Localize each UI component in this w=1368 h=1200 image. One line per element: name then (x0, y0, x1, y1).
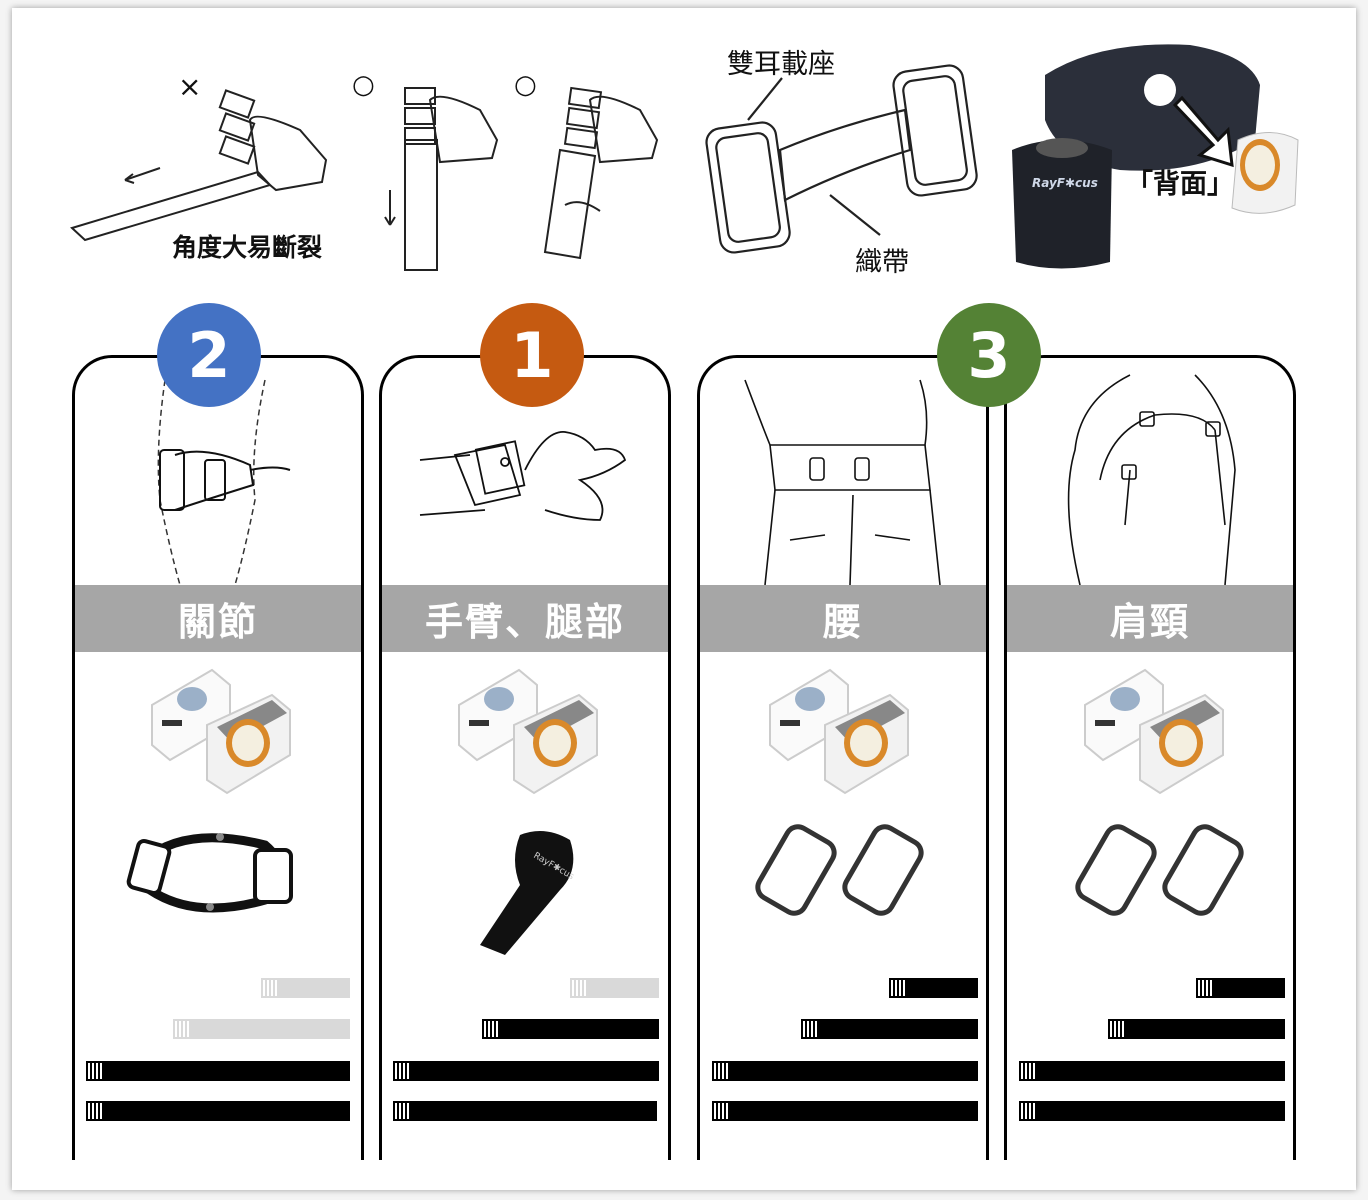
velcro-strap-icon (86, 1101, 350, 1121)
velcro-strap-icon (86, 1061, 350, 1081)
band-shoulder-neck: 肩頸 (1007, 585, 1293, 652)
arm-mount-icon: RayF✱cus (480, 831, 576, 955)
back-side-label: 「背面」 (1126, 169, 1234, 200)
step-badge-3: 3 (937, 303, 1041, 407)
velcro-strap-icon (570, 978, 659, 998)
velcro-strap-icon (1019, 1061, 1285, 1081)
back-side-photo (1012, 44, 1299, 269)
velcro-strap-icon (889, 978, 978, 998)
wrist-illustration (419, 431, 627, 521)
waist-illustration (744, 379, 941, 585)
velcro-strap-icon (712, 1101, 978, 1121)
strap-label: 織帶 (855, 247, 909, 278)
joint-mount-icon (126, 833, 293, 913)
correct-mount-illustration-2 (543, 86, 659, 260)
correct-mount-illustration-1 (384, 87, 499, 271)
velcro-strap-icon (712, 1061, 978, 1081)
sensor-device-icon (769, 668, 909, 795)
velcro-strap-icon (393, 1101, 657, 1121)
top-illustrations (70, 44, 1299, 271)
sensor-device-icon (1084, 668, 1224, 795)
velcro-strap-icon (261, 978, 350, 998)
angle-warning-label: 角度大易斷裂 (172, 233, 323, 262)
brand-logo: RayF✱cus (1032, 176, 1098, 190)
velcro-strap-icon (393, 1061, 659, 1081)
step-badge-1: 1 (480, 303, 584, 407)
velcro-strap-icon (1019, 1101, 1285, 1121)
correct-mark-2: ○ (514, 70, 537, 100)
ear-mount-label: 雙耳載座 (727, 49, 835, 80)
knee-illustration (157, 379, 291, 585)
velcro-strap-icon (1108, 1019, 1285, 1039)
sensor-device-icon (458, 668, 598, 795)
velcro-strap-icon (482, 1019, 659, 1039)
band-arm-leg: 手臂、腿部 (382, 585, 668, 652)
step-badge-2: 2 (157, 303, 261, 407)
wrong-mark: × (178, 70, 202, 103)
band-joint: 關節 (75, 585, 361, 652)
dual-ear-mount-icon (755, 824, 924, 916)
correct-mark-1: ○ (352, 70, 375, 100)
sensor-device-icon (151, 668, 291, 795)
wrong-angle-illustration (70, 89, 328, 242)
velcro-strap-icon (173, 1019, 350, 1039)
velcro-strap-icon (801, 1019, 978, 1039)
dual-ear-mount-illustration (705, 64, 978, 254)
velcro-strap-icon (1196, 978, 1285, 998)
band-waist: 腰 (700, 585, 986, 652)
shoulder-illustration (1067, 374, 1236, 585)
dual-ear-mount-icon (1075, 824, 1244, 916)
